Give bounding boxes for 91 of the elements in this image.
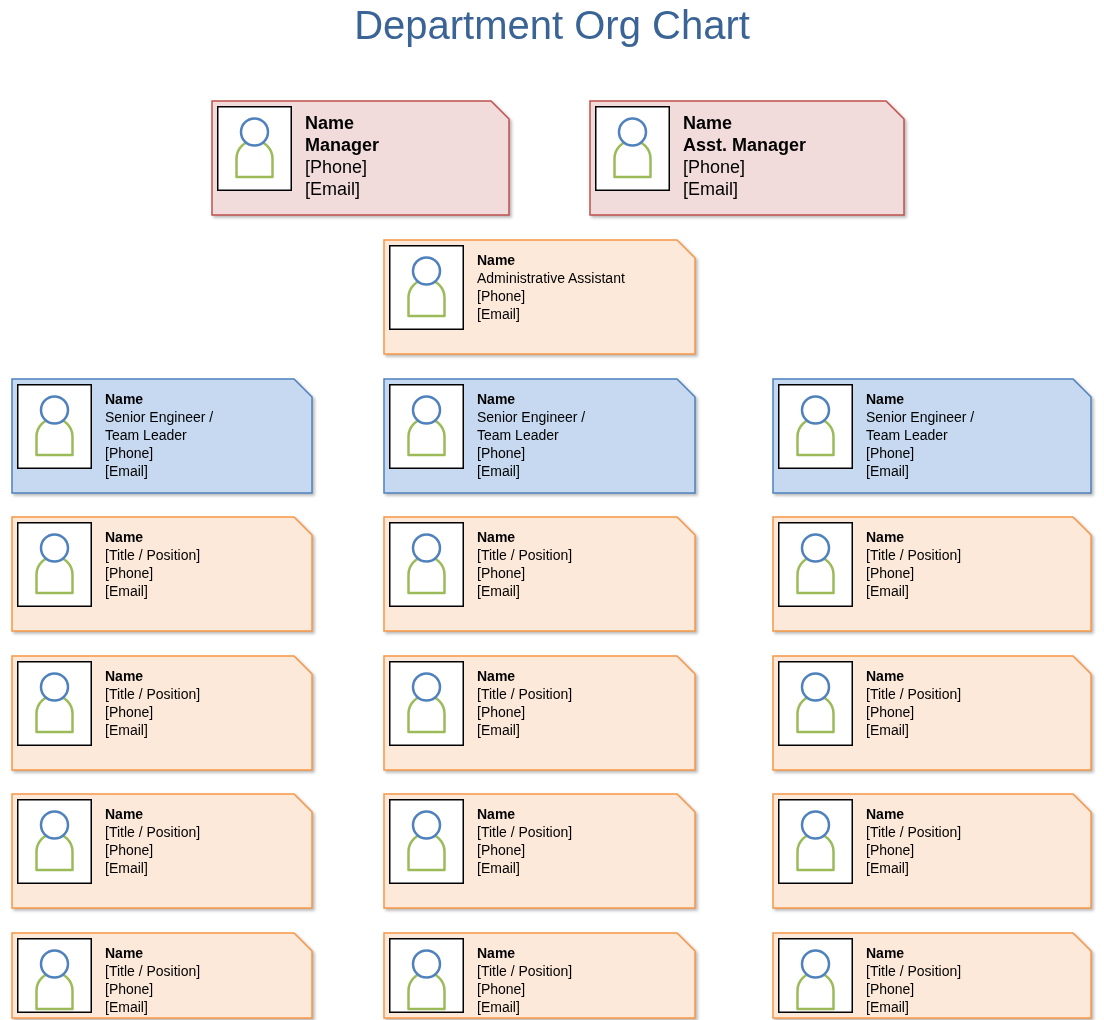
person-name: Name — [866, 805, 905, 823]
phone-text: [Phone] — [866, 703, 915, 721]
phone-text: [Phone] — [305, 156, 368, 178]
org-card — [589, 100, 905, 216]
person-name: Name — [866, 528, 905, 546]
phone-text: [Phone] — [866, 444, 915, 462]
job-title: [Title / Position] — [477, 962, 573, 980]
phone-text: [Phone] — [477, 564, 526, 582]
job-title: [Title / Position] — [866, 823, 962, 841]
org-card — [772, 655, 1092, 771]
org-card — [772, 516, 1092, 632]
person-name: Name — [477, 528, 516, 546]
person-name: Name — [477, 390, 516, 408]
org-card — [772, 378, 1092, 494]
job-title: [Title / Position] — [477, 546, 573, 564]
phone-text: [Phone] — [866, 841, 915, 859]
job-title: [Title / Position] — [477, 823, 573, 841]
phone-text: [Phone] — [105, 444, 154, 462]
email-text: [Email] — [683, 178, 738, 200]
person-name: Name — [105, 805, 144, 823]
phone-text: [Phone] — [477, 980, 526, 998]
org-card — [383, 516, 696, 632]
job-title: Administrative Assistant — [477, 269, 625, 287]
phone-text: [Phone] — [866, 980, 915, 998]
phone-text: [Phone] — [105, 980, 154, 998]
person-name: Name — [683, 112, 733, 134]
person-name: Name — [477, 805, 516, 823]
phone-text: [Phone] — [105, 564, 154, 582]
email-text: [Email] — [866, 462, 909, 480]
org-card — [211, 100, 510, 216]
job-title: [Title / Position] — [105, 823, 201, 841]
org-card — [383, 239, 696, 355]
org-card — [383, 932, 696, 1019]
email-text: [Email] — [105, 998, 148, 1016]
org-card — [11, 932, 313, 1019]
email-text: [Email] — [105, 462, 148, 480]
job-title: [Title / Position] — [866, 546, 962, 564]
person-name: Name — [866, 944, 905, 962]
email-text: [Email] — [866, 998, 909, 1016]
person-name: Name — [866, 667, 905, 685]
chart-title: Department Org Chart — [354, 2, 750, 49]
job-title: [Title / Position] — [105, 962, 201, 980]
email-text: [Email] — [866, 721, 909, 739]
person-name: Name — [105, 944, 144, 962]
org-card — [772, 793, 1092, 909]
email-text: [Email] — [105, 859, 148, 877]
job-title: Senior Engineer / Team Leader — [866, 408, 976, 444]
org-card — [383, 655, 696, 771]
job-title: Senior Engineer / Team Leader — [105, 408, 215, 444]
email-text: [Email] — [866, 859, 909, 877]
job-title: Senior Engineer / Team Leader — [477, 408, 587, 444]
phone-text: [Phone] — [105, 841, 154, 859]
email-text: [Email] — [477, 462, 520, 480]
email-text: [Email] — [477, 305, 520, 323]
org-card — [11, 793, 313, 909]
org-card — [772, 932, 1092, 1019]
org-card — [383, 793, 696, 909]
phone-text: [Phone] — [477, 287, 526, 305]
email-text: [Email] — [477, 721, 520, 739]
phone-text: [Phone] — [477, 703, 526, 721]
job-title: [Title / Position] — [105, 546, 201, 564]
email-text: [Email] — [105, 721, 148, 739]
person-name: Name — [866, 390, 905, 408]
email-text: [Email] — [105, 582, 148, 600]
person-name: Name — [477, 667, 516, 685]
job-title: Manager — [305, 134, 380, 156]
phone-text: [Phone] — [683, 156, 746, 178]
email-text: [Email] — [477, 859, 520, 877]
email-text: [Email] — [866, 582, 909, 600]
person-name: Name — [105, 528, 144, 546]
email-text: [Email] — [477, 998, 520, 1016]
job-title: Asst. Manager — [683, 134, 807, 156]
org-card — [11, 378, 313, 494]
org-card — [383, 378, 696, 494]
phone-text: [Phone] — [477, 444, 526, 462]
phone-text: [Phone] — [866, 564, 915, 582]
job-title: [Title / Position] — [866, 962, 962, 980]
job-title: [Title / Position] — [477, 685, 573, 703]
job-title: [Title / Position] — [105, 685, 201, 703]
email-text: [Email] — [477, 582, 520, 600]
job-title: [Title / Position] — [866, 685, 962, 703]
person-name: Name — [105, 667, 144, 685]
person-name: Name — [305, 112, 355, 134]
person-name: Name — [105, 390, 144, 408]
person-name: Name — [477, 251, 516, 269]
org-card — [11, 516, 313, 632]
email-text: [Email] — [305, 178, 360, 200]
phone-text: [Phone] — [477, 841, 526, 859]
phone-text: [Phone] — [105, 703, 154, 721]
org-card — [11, 655, 313, 771]
person-name: Name — [477, 944, 516, 962]
